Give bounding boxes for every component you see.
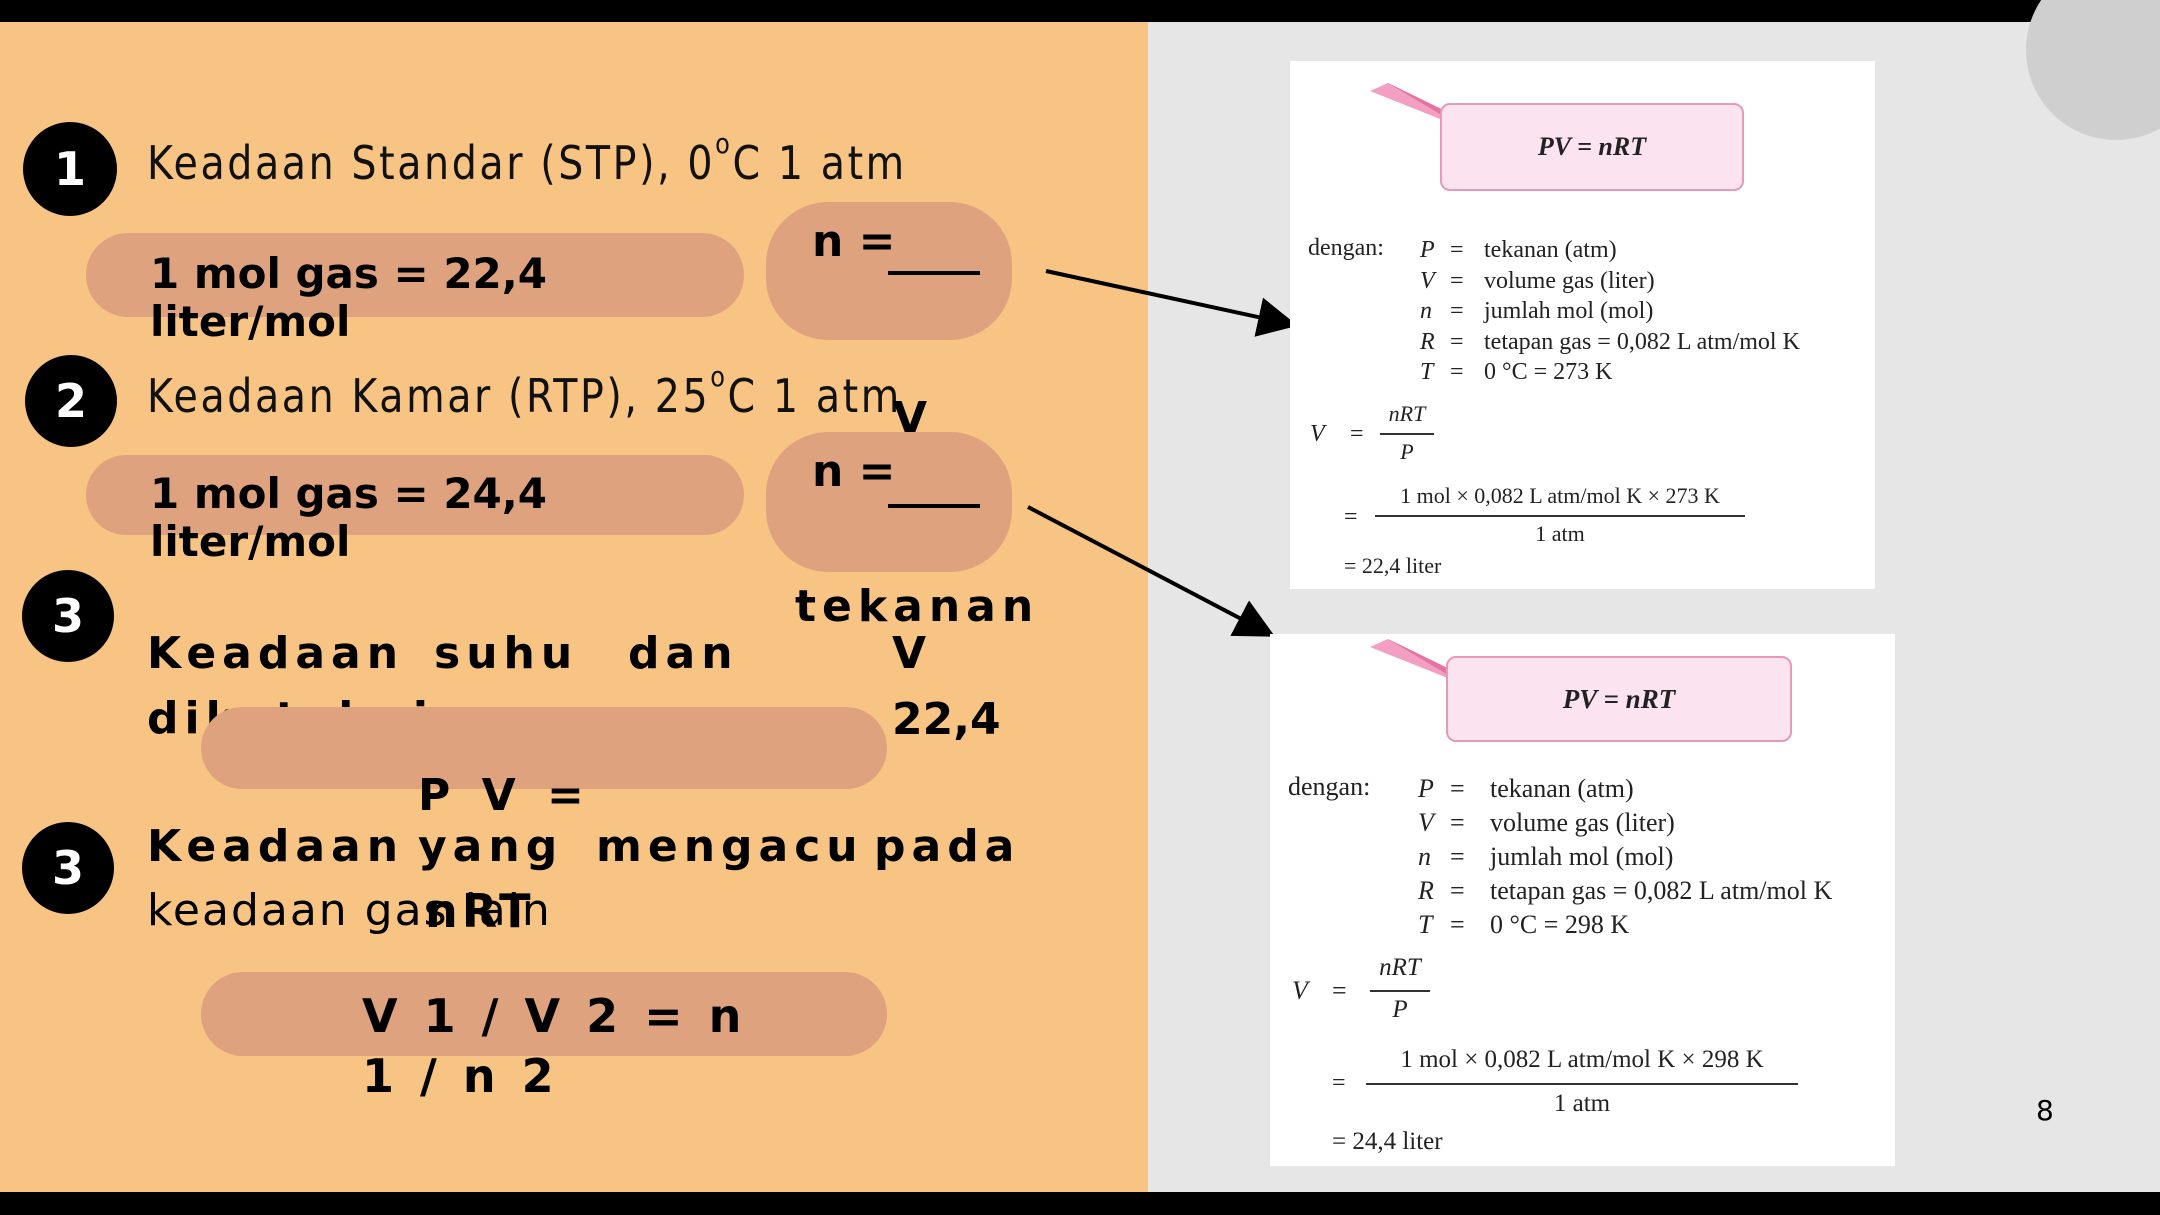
heading-rtp-unit: C 1 atm [727, 369, 902, 423]
rtp-volume-text: 1 mol gas = 24,4 liter/mol [150, 470, 547, 566]
stp-volume-box [86, 233, 744, 317]
number-badge-3a: 3 [22, 570, 114, 662]
rtp-result: = 24,4 liter [1332, 1128, 1443, 1155]
rtp-intro: dengan: [1288, 772, 1371, 801]
rtp-volume-line1: 1 mol gas = 24,4 [150, 469, 547, 518]
number-badge-2: 2 [25, 355, 117, 447]
ideal-gas-formula-box [201, 707, 887, 789]
rtp-formula-box: PV = nRT [1446, 656, 1792, 742]
rtp-definitions: P=tekanan (atm) V=volume gas (liter) n=j… [1418, 772, 1832, 942]
rtp-fraction-numerator: V [892, 628, 927, 679]
rtp-frac-den: P [1392, 996, 1408, 1023]
rtp-calc-den: 1 atm [1553, 1090, 1611, 1117]
number-badge-1: 1 [23, 122, 117, 216]
rtp-fraction-prefix: n = [812, 446, 896, 497]
rtp-v-eq: = [1332, 976, 1347, 1005]
figure-stp-calculation: PV = nRT dengan: P=tekanan (atm) V=volum… [1290, 61, 1875, 589]
rtp-mole-fraction-box [766, 432, 1012, 572]
heading-3a-word4: tekanan [795, 581, 1040, 632]
heading-3b-word2: yang [418, 821, 564, 872]
stp-calc-num: 1 mol × 0,082 L atm/mol K × 273 K [1400, 483, 1720, 508]
stp-calc-den: 1 atm [1535, 521, 1585, 546]
stp-calc-line [1375, 515, 1745, 517]
rtp-frac-num: nRT [1379, 954, 1421, 981]
heading-stp: Keadaan Standar (STP), 0oC 1 atm [147, 127, 907, 190]
heading-3b-word4: pada [874, 821, 1021, 872]
stp-volume-text: 1 mol gas = 22,4 liter/mol [150, 250, 547, 346]
top-frame-bar [0, 0, 2160, 22]
avogadro-ratio-line1: V 1 / V 2 = n [362, 989, 747, 1043]
stp-frac-line [1380, 433, 1434, 435]
ideal-gas-formula-line1: P V = [418, 770, 592, 821]
bottom-frame-bar [0, 1192, 2160, 1215]
heading-3a-word3: dan [628, 628, 739, 679]
stp-def-row: P=tekanan (atm) [1420, 237, 1617, 263]
stp-definitions: P=tekanan (atm) V=volume gas (liter) n=j… [1420, 235, 1800, 388]
heading-rtp: Keadaan Kamar (RTP), 25oC 1 atm [147, 360, 902, 423]
stp-v-eq: = [1350, 421, 1364, 447]
heading-3b-word1: Keadaan [147, 821, 405, 872]
stp-formula-box: PV = nRT [1440, 103, 1744, 191]
rtp-def-row: T=0 °C = 298 K [1418, 910, 1630, 939]
rtp-fraction-line [888, 504, 980, 508]
ideal-gas-formula-line2: nRT [425, 884, 535, 938]
rtp-volume-line2: liter/mol [150, 517, 351, 566]
rtp-calc-eq: = [1332, 1070, 1346, 1096]
stp-result: = 22,4 liter [1344, 553, 1442, 578]
heading-rtp-text: Keadaan Kamar (RTP), 25 [147, 369, 711, 423]
stp-def-row: R=tetapan gas = 0,082 L atm/mol K [1420, 328, 1800, 355]
degree-sup: o [715, 127, 733, 160]
stp-fraction-denominator: 22,4 [892, 694, 1001, 745]
stp-volume-line1: 1 mol gas = 22,4 [150, 249, 547, 298]
heading-3b-line2: keadaan gas lain [147, 885, 552, 936]
stp-def-row: V=volume gas (liter) [1420, 267, 1655, 294]
stp-v-label: V [1310, 421, 1325, 447]
rtp-def-row: R=tetapan gas = 0,082 L atm/mol K [1418, 876, 1833, 905]
heading-stp-unit: C 1 atm [732, 136, 907, 190]
avogadro-ratio-text: V 1 / V 2 = n 1 / n 2 [362, 986, 746, 1106]
rtp-def-row: V=volume gas (liter) [1418, 808, 1675, 837]
page-number: 8 [2036, 1094, 2054, 1127]
stp-volume-line2: liter/mol [150, 297, 351, 346]
rtp-def-row: P=tekanan (atm) [1418, 774, 1634, 803]
stp-def-row: n=jumlah mol (mol) [1420, 298, 1654, 324]
degree-sup: o [710, 360, 728, 393]
arrow-to-stp-figure [1045, 269, 1298, 337]
stp-fraction-prefix: n = [812, 216, 896, 267]
stp-def-row: T=0 °C = 273 K [1420, 359, 1613, 385]
number-badge-3b: 3 [22, 822, 114, 914]
rtp-volume-box [86, 455, 744, 535]
avogadro-ratio-line2: 1 / n 2 [362, 1049, 559, 1103]
stp-fraction-line [888, 271, 980, 275]
figure-rtp-calculation: PV = nRT dengan: P=tekanan (atm) V=volum… [1270, 634, 1895, 1166]
heading-3a-word2: suhu [434, 628, 579, 679]
heading-stp-text: Keadaan Standar (STP), 0 [147, 136, 716, 190]
heading-3a-word1: Keadaan [147, 628, 405, 679]
rtp-calc-line [1366, 1083, 1798, 1085]
arrow-to-rtp-figure [1027, 505, 1276, 637]
stp-calc-eq: = [1344, 504, 1358, 530]
stp-frac-den: P [1400, 439, 1414, 464]
stp-frac-num: nRT [1388, 401, 1426, 426]
rtp-calc-num: 1 mol × 0,082 L atm/mol K × 298 K [1400, 1046, 1764, 1073]
rtp-v-label: V [1292, 976, 1308, 1005]
avogadro-ratio-box [201, 972, 887, 1056]
rtp-frac-line [1370, 990, 1430, 992]
stp-intro: dengan: [1308, 235, 1384, 261]
heading-3b-word3: mengacu [596, 821, 864, 872]
rtp-def-row: n=jumlah mol (mol) [1418, 842, 1674, 871]
